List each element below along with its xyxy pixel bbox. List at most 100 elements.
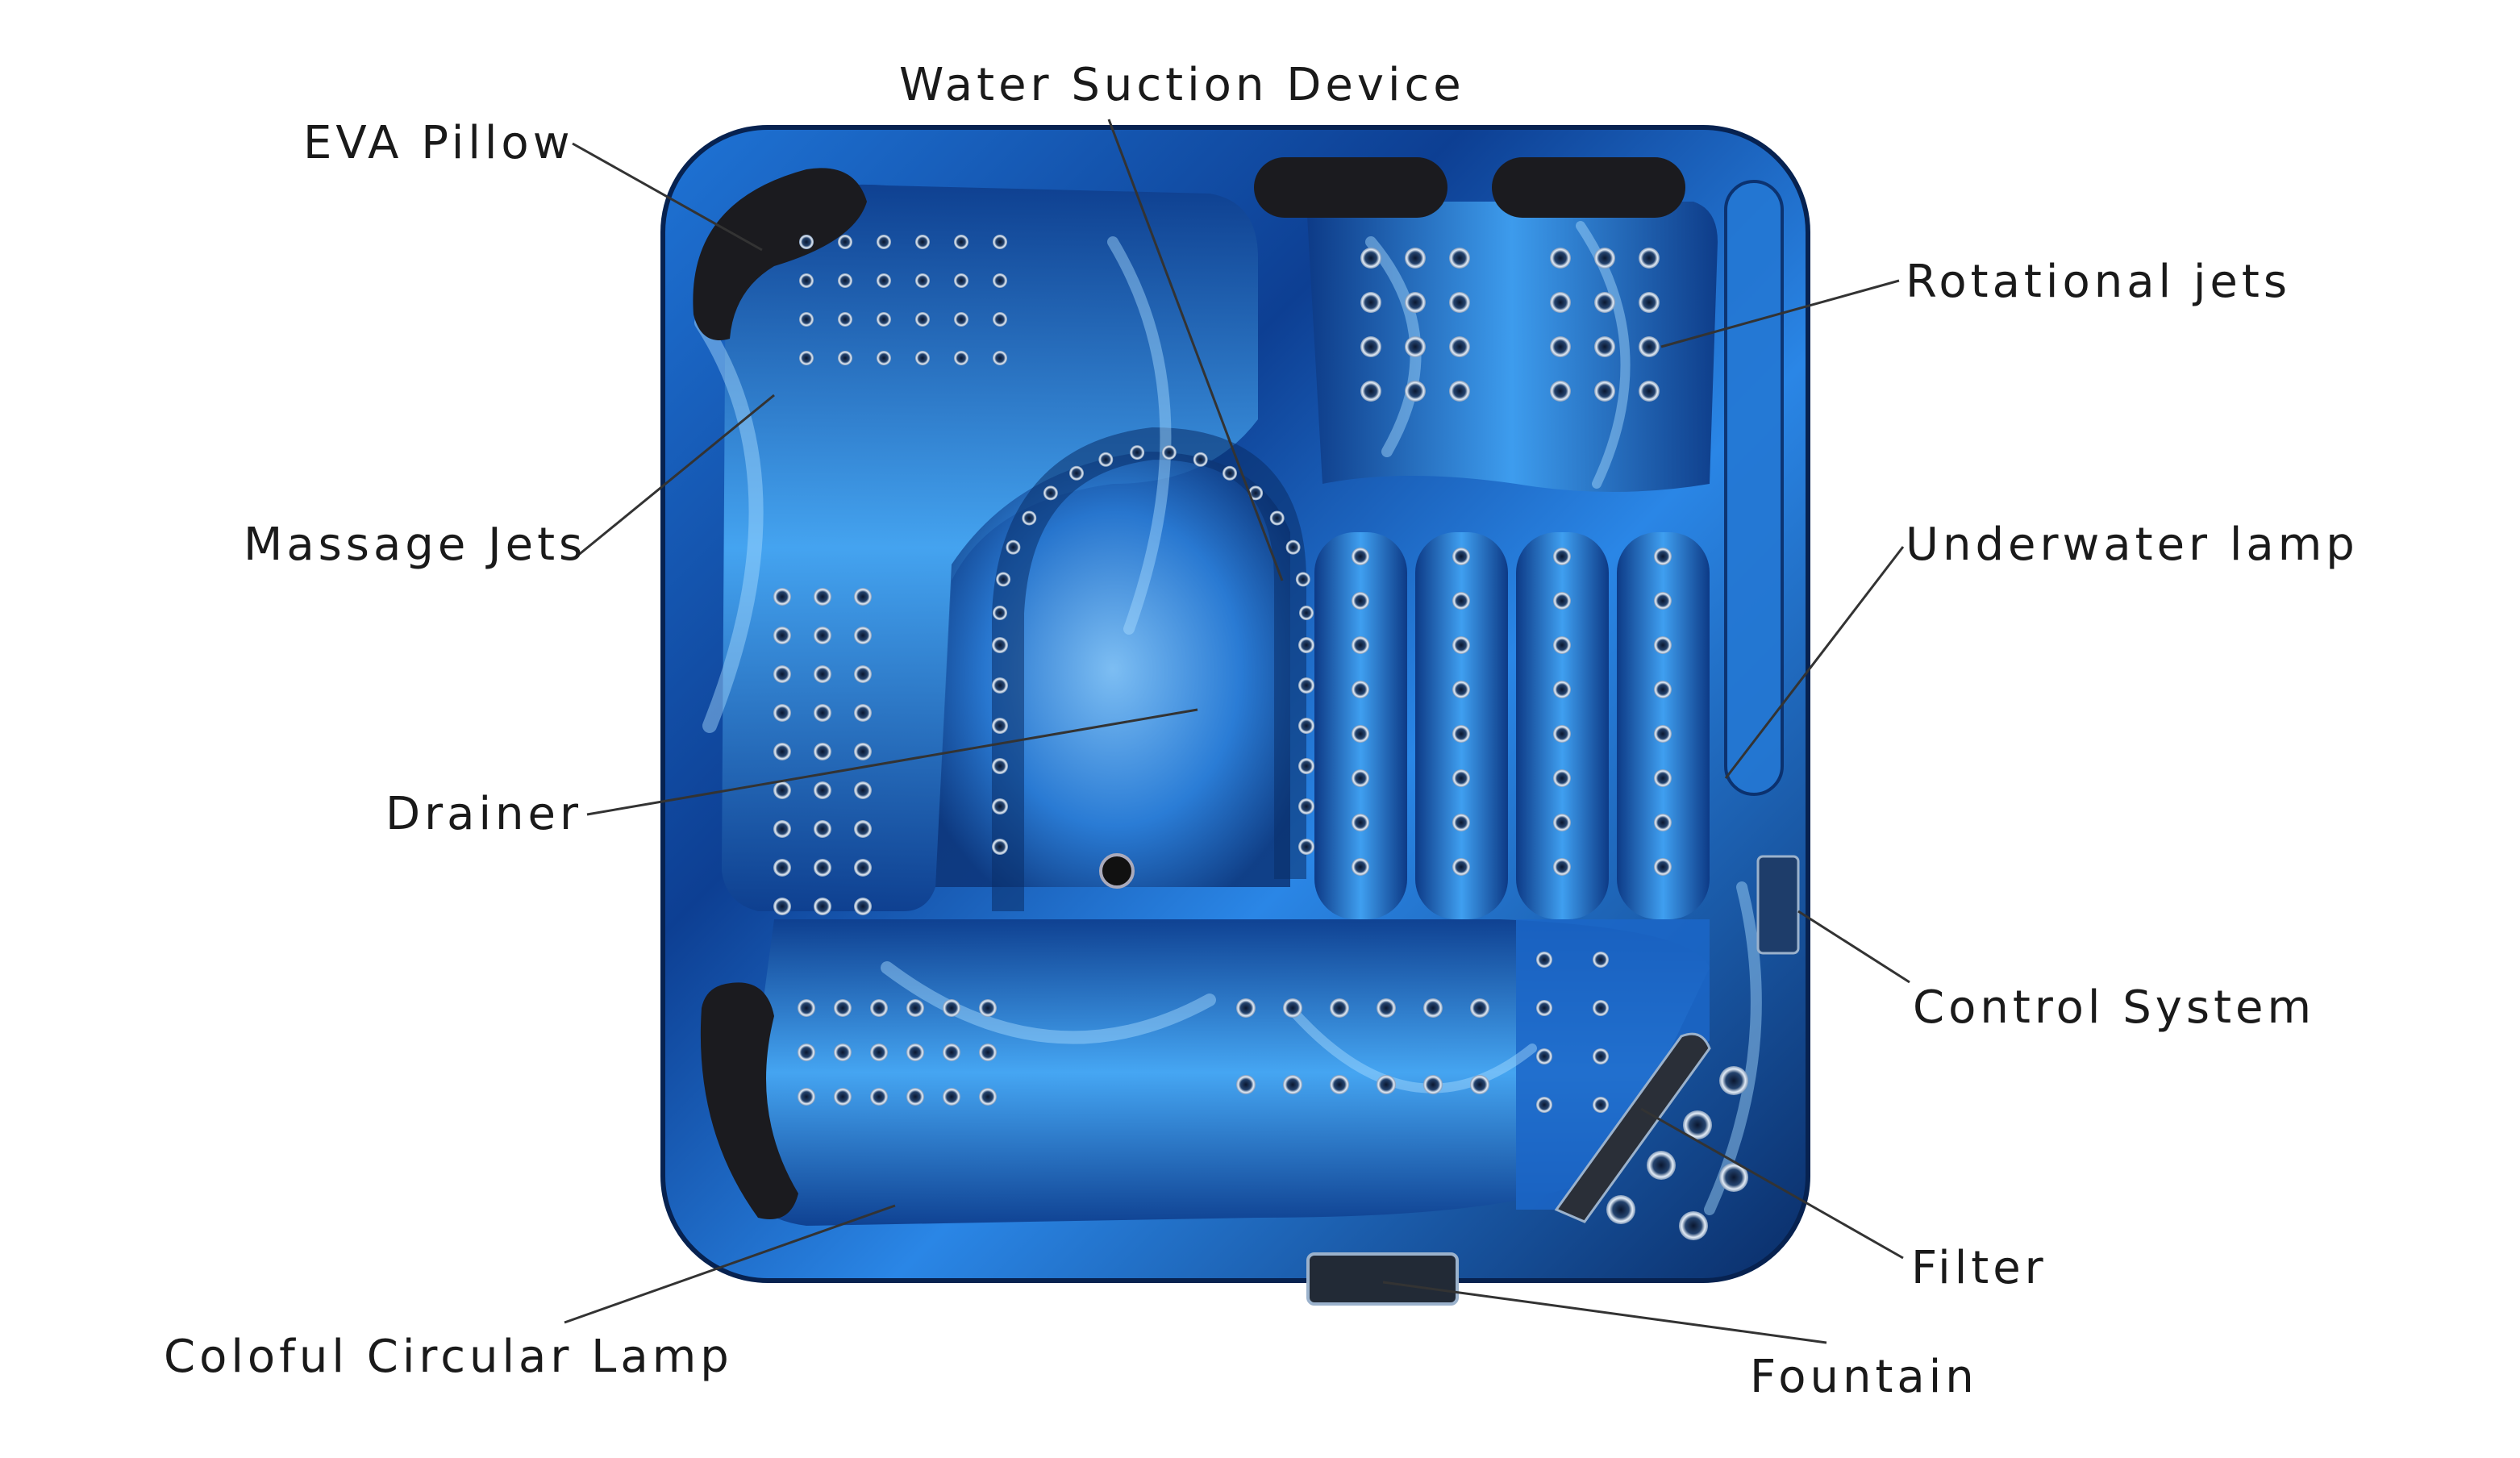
leader-drainer <box>586 708 1198 816</box>
jet <box>773 820 791 838</box>
leader-filter <box>1640 1107 1904 1260</box>
label-fountain: Fountain <box>1750 1351 1978 1403</box>
jet <box>996 572 1011 587</box>
jet <box>1654 636 1672 654</box>
jet <box>1006 539 1021 555</box>
pillows <box>693 157 1685 1219</box>
jet <box>1654 592 1672 610</box>
jet <box>1594 336 1615 357</box>
jet <box>1223 465 1237 481</box>
jet <box>877 235 891 249</box>
jet <box>854 781 872 799</box>
jet <box>1298 637 1314 653</box>
label-control-system: Control System <box>1913 981 2316 1034</box>
jet <box>1452 814 1470 831</box>
jet <box>1654 814 1672 831</box>
jet <box>993 606 1007 620</box>
jet <box>1452 592 1470 610</box>
jet <box>1553 858 1571 876</box>
jet <box>877 312 891 327</box>
leader-massage-jets <box>576 394 775 558</box>
jet <box>814 627 831 644</box>
jet <box>1236 1075 1256 1094</box>
jet <box>1452 725 1470 743</box>
jet <box>992 758 1008 774</box>
jet <box>1161 445 1177 460</box>
leader-underwater-lamp <box>1724 546 1905 779</box>
jet <box>1606 1195 1635 1224</box>
jet <box>1360 292 1381 313</box>
jet <box>1449 381 1470 402</box>
jet <box>870 1044 888 1061</box>
jet <box>954 273 968 288</box>
jet <box>1330 1075 1349 1094</box>
jet <box>993 273 1007 288</box>
jet <box>1377 1075 1396 1094</box>
jet <box>838 273 852 288</box>
jet <box>1593 1097 1609 1113</box>
jet <box>870 999 888 1017</box>
jet <box>854 859 872 877</box>
jet <box>854 743 872 760</box>
leader-fountain <box>1382 1281 1827 1344</box>
jet <box>1553 769 1571 787</box>
jet <box>1594 381 1615 402</box>
jet <box>1283 998 1302 1018</box>
jet <box>1352 592 1369 610</box>
jet <box>1452 769 1470 787</box>
jet <box>854 665 872 683</box>
jet <box>799 351 814 365</box>
jet <box>1285 539 1301 555</box>
jet <box>1683 1110 1712 1139</box>
jet <box>1550 292 1571 313</box>
filter-unit <box>1554 1032 1711 1223</box>
jet <box>1298 758 1314 774</box>
massage-jets-group <box>773 235 1748 1240</box>
jet <box>1352 725 1369 743</box>
jet <box>943 1044 960 1061</box>
jet <box>1553 636 1571 654</box>
jet <box>1452 548 1470 565</box>
jet <box>834 1044 852 1061</box>
jet <box>773 588 791 606</box>
control-panel <box>1756 855 1800 955</box>
jet <box>1283 1075 1302 1094</box>
jet <box>854 588 872 606</box>
jet <box>1654 548 1672 565</box>
jet <box>1553 548 1571 565</box>
jet <box>1639 381 1660 402</box>
jet <box>799 235 814 249</box>
jet <box>1593 952 1609 968</box>
jet <box>992 798 1008 814</box>
jet <box>877 351 891 365</box>
leader-water-suction <box>1107 119 1284 581</box>
jet <box>1639 248 1660 269</box>
jet <box>1536 1097 1552 1113</box>
jet <box>1022 510 1037 526</box>
jet <box>773 665 791 683</box>
jet <box>1098 452 1114 467</box>
jet <box>1536 1048 1552 1064</box>
jet <box>814 781 831 799</box>
jet <box>954 235 968 249</box>
jet <box>854 820 872 838</box>
jet <box>915 312 930 327</box>
jet <box>954 312 968 327</box>
jet <box>993 235 1007 249</box>
jet <box>1654 769 1672 787</box>
jet <box>814 704 831 722</box>
jet <box>1352 548 1369 565</box>
jet <box>1536 1000 1552 1016</box>
jet <box>1043 485 1058 501</box>
jet <box>1330 998 1349 1018</box>
water-highlights <box>694 221 1762 1215</box>
jet <box>1352 681 1369 698</box>
jet <box>1553 681 1571 698</box>
jet <box>1299 606 1314 620</box>
fountain-outlet <box>1306 1252 1459 1306</box>
label-water-suction-device: Water Suction Device <box>899 59 1465 111</box>
jet <box>798 999 815 1017</box>
jet <box>773 859 791 877</box>
